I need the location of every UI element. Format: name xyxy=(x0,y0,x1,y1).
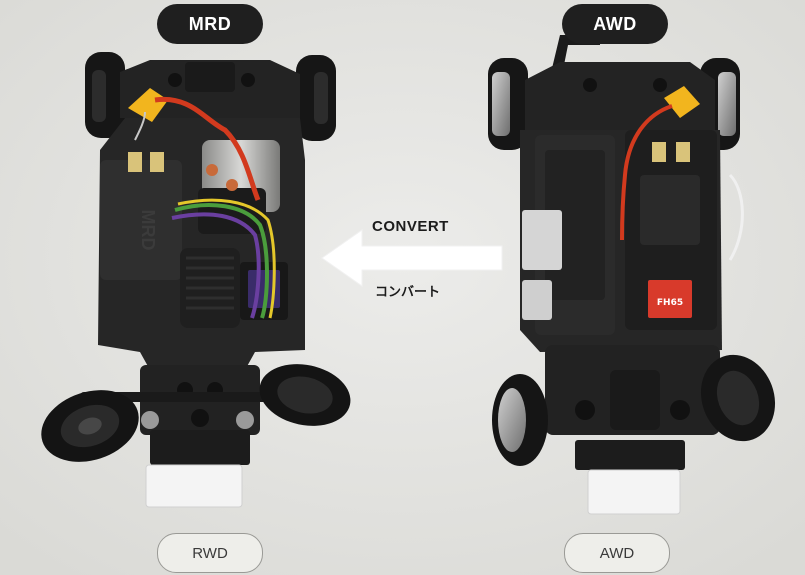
left-car: MRD xyxy=(41,52,351,508)
servo-sticker-text: FH65 xyxy=(657,298,683,308)
left-chassis-molded-text: MRD xyxy=(138,210,158,251)
label-awd-bottom: AWD xyxy=(564,533,670,573)
left-car-front-right-tire xyxy=(296,55,336,141)
left-car-front-left-tire xyxy=(85,52,125,138)
left-car-rear-left-tire xyxy=(41,390,139,462)
left-car-rear-right-tire xyxy=(259,364,351,426)
convert-label: CONVERT xyxy=(372,218,449,235)
right-car-front-left-tire xyxy=(488,58,528,150)
label-mrd: MRD xyxy=(157,4,263,44)
right-car-rear-left-tire xyxy=(492,374,548,466)
label-awd-top: AWD xyxy=(562,4,668,44)
right-car-rear-right-tire xyxy=(700,354,776,442)
convert-label-jp: コンバート xyxy=(375,285,441,300)
convert-arrow-icon xyxy=(321,229,503,287)
right-car: FH65 xyxy=(488,35,776,515)
label-rwd: RWD xyxy=(157,533,263,573)
